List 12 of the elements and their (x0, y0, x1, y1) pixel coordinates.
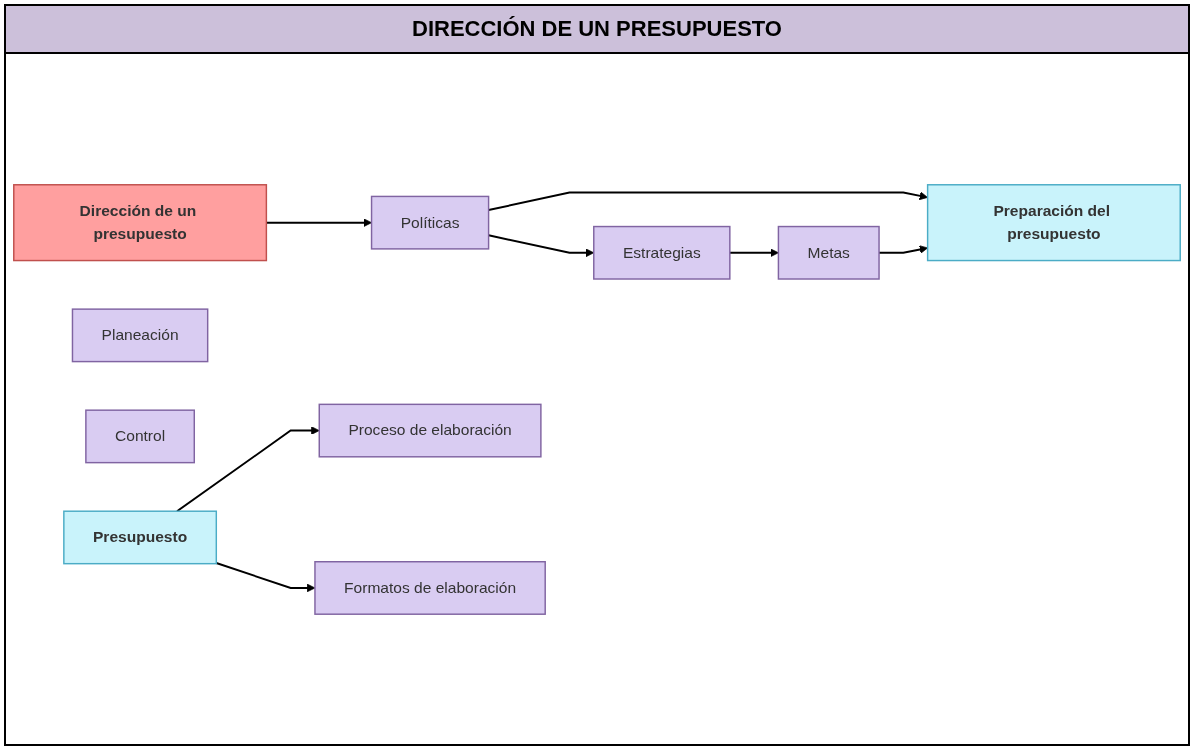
diagram-title: DIRECCIÓN DE UN PRESUPUESTO (6, 6, 1188, 54)
node-box: Políticas (370, 195, 490, 250)
arrow (176, 425, 320, 512)
node-box: Presupuesto (63, 510, 218, 564)
node-box: Control (85, 408, 195, 463)
node-box: Formatos de elaboración (314, 560, 546, 615)
node-box: Preparación del presupuesto (926, 183, 1181, 261)
node-box: Estrategias (593, 225, 731, 280)
node-box: Proceso de elaboración (318, 403, 542, 458)
node-box: Dirección de un presupuesto (13, 183, 268, 261)
node-box: Planeación (71, 307, 209, 362)
node-box: Metas (777, 225, 880, 280)
